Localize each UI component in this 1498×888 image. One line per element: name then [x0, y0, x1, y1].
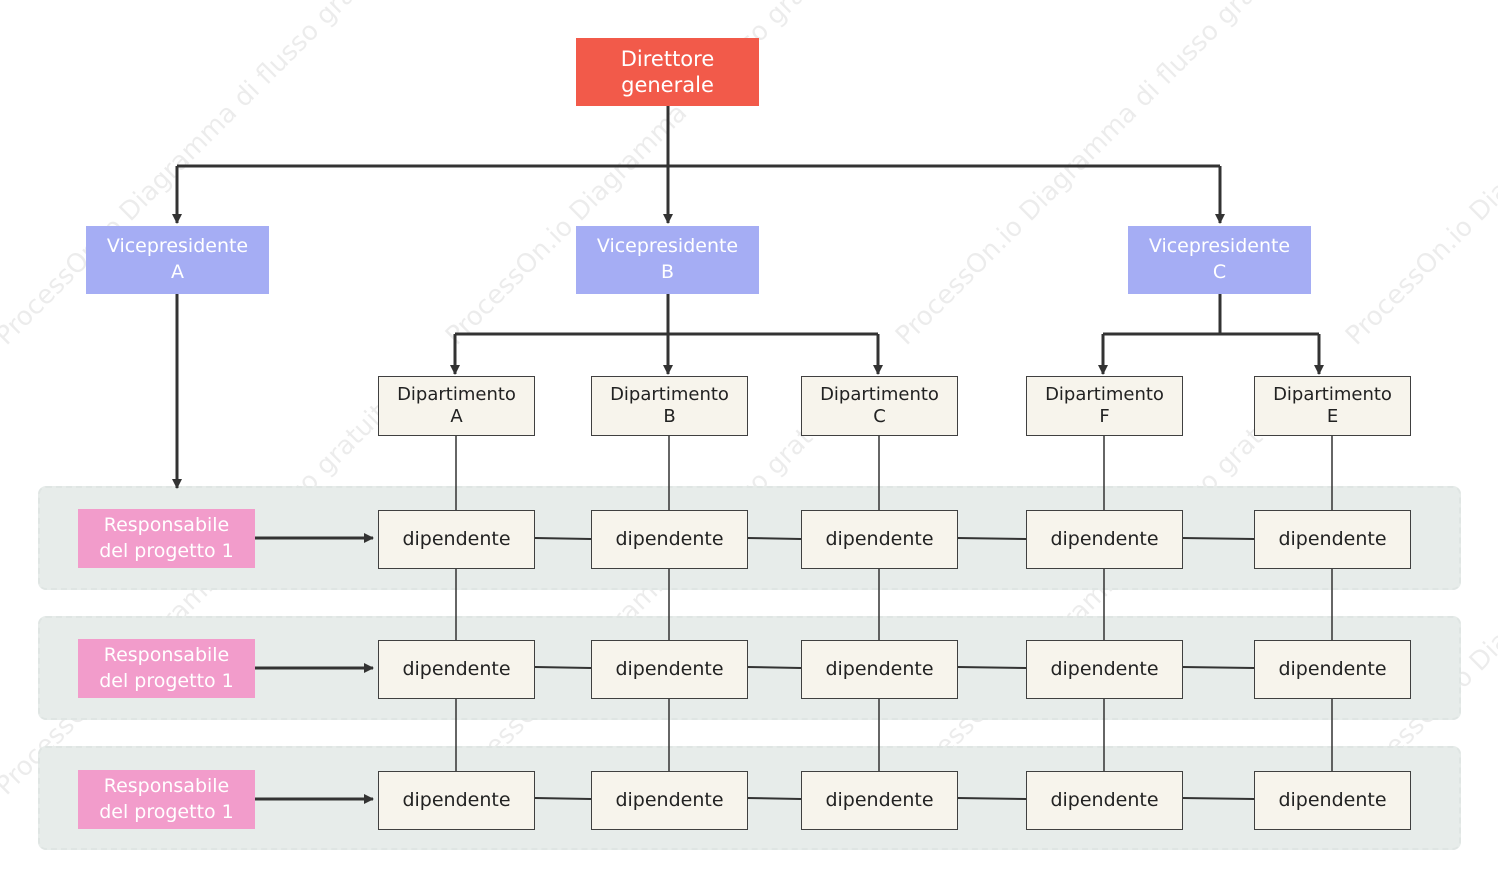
employee-box[interactable]: dipendente [801, 771, 958, 830]
project-manager-2-line-1: Responsabile [103, 643, 230, 666]
row-link-3 [534, 797, 1255, 800]
employee-label: dipendente [1278, 788, 1387, 811]
employee-box[interactable]: dipendente [378, 510, 535, 569]
employee-box[interactable]: dipendente [1026, 771, 1183, 830]
employee-label: dipendente [1278, 527, 1387, 550]
department-c-line-1: Dipartimento [820, 383, 939, 405]
vp-c-line-2: C [1212, 261, 1227, 283]
department-f-line-1: Dipartimento [1045, 383, 1164, 405]
employee-box[interactable]: dipendente [1254, 510, 1411, 569]
department-e-line-2: E [1326, 406, 1339, 427]
department-c-box[interactable]: Dipartimento C [801, 376, 958, 436]
row-link-1 [534, 537, 1255, 540]
employee-box[interactable]: dipendente [1254, 640, 1411, 699]
vp-a-line-2: A [171, 261, 184, 283]
employee-box[interactable]: dipendente [378, 771, 535, 830]
vp-b-line-1: Vicepresidente [596, 235, 739, 258]
project-manager-1-line-1: Responsabile [103, 513, 230, 536]
project-manager-2-line-2: del progetto 1 [99, 669, 234, 692]
employee-box[interactable]: dipendente [591, 771, 748, 830]
department-b-line-1: Dipartimento [610, 383, 729, 405]
ceo-box[interactable]: Direttore generale [576, 38, 759, 106]
department-a-line-2: A [450, 406, 463, 427]
employee-label: dipendente [1050, 788, 1159, 811]
employee-label: dipendente [615, 527, 724, 550]
department-f-box[interactable]: Dipartimento F [1026, 376, 1183, 436]
vp-a-line-1: Vicepresidente [106, 235, 249, 258]
department-b-box[interactable]: Dipartimento B [591, 376, 748, 436]
employee-box[interactable]: dipendente [1254, 771, 1411, 830]
employee-box[interactable]: dipendente [591, 640, 748, 699]
employee-label: dipendente [1278, 657, 1387, 680]
project-manager-2-box[interactable]: Responsabile del progetto 1 [78, 639, 255, 698]
project-manager-3-line-2: del progetto 1 [99, 800, 234, 823]
employee-label: dipendente [615, 657, 724, 680]
ceo-line-2: generale [621, 73, 714, 97]
ceo-line-1: Direttore [620, 46, 715, 71]
row-link-2 [534, 666, 1255, 669]
department-a-line-1: Dipartimento [397, 383, 516, 405]
employee-label: dipendente [402, 527, 511, 550]
vp-b-box[interactable]: Vicepresidente B [576, 226, 759, 294]
department-b-line-2: B [663, 406, 676, 427]
employee-box[interactable]: dipendente [801, 510, 958, 569]
employee-label: dipendente [402, 788, 511, 811]
employee-label: dipendente [615, 788, 724, 811]
employee-box[interactable]: dipendente [378, 640, 535, 699]
department-a-box[interactable]: Dipartimento A [378, 376, 535, 436]
project-manager-3-box[interactable]: Responsabile del progetto 1 [78, 770, 255, 829]
vp-a-box[interactable]: Vicepresidente A [86, 226, 269, 294]
employee-box[interactable]: dipendente [591, 510, 748, 569]
employee-box[interactable]: dipendente [1026, 510, 1183, 569]
employee-label: dipendente [1050, 527, 1159, 550]
department-e-box[interactable]: Dipartimento E [1254, 376, 1411, 436]
employee-label: dipendente [825, 657, 934, 680]
employee-box[interactable]: dipendente [801, 640, 958, 699]
project-manager-1-line-2: del progetto 1 [99, 539, 234, 562]
department-e-line-1: Dipartimento [1273, 383, 1392, 405]
employee-label: dipendente [825, 788, 934, 811]
employee-label: dipendente [825, 527, 934, 550]
employee-label: dipendente [1050, 657, 1159, 680]
vp-c-line-1: Vicepresidente [1148, 235, 1291, 258]
project-manager-1-box[interactable]: Responsabile del progetto 1 [78, 509, 255, 568]
employee-label: dipendente [402, 657, 511, 680]
department-c-line-2: C [873, 406, 886, 427]
vp-c-box[interactable]: Vicepresidente C [1128, 226, 1311, 294]
employee-box[interactable]: dipendente [1026, 640, 1183, 699]
vp-b-line-2: B [660, 261, 675, 283]
department-f-line-2: F [1099, 406, 1110, 427]
project-manager-3-line-1: Responsabile [103, 774, 230, 797]
